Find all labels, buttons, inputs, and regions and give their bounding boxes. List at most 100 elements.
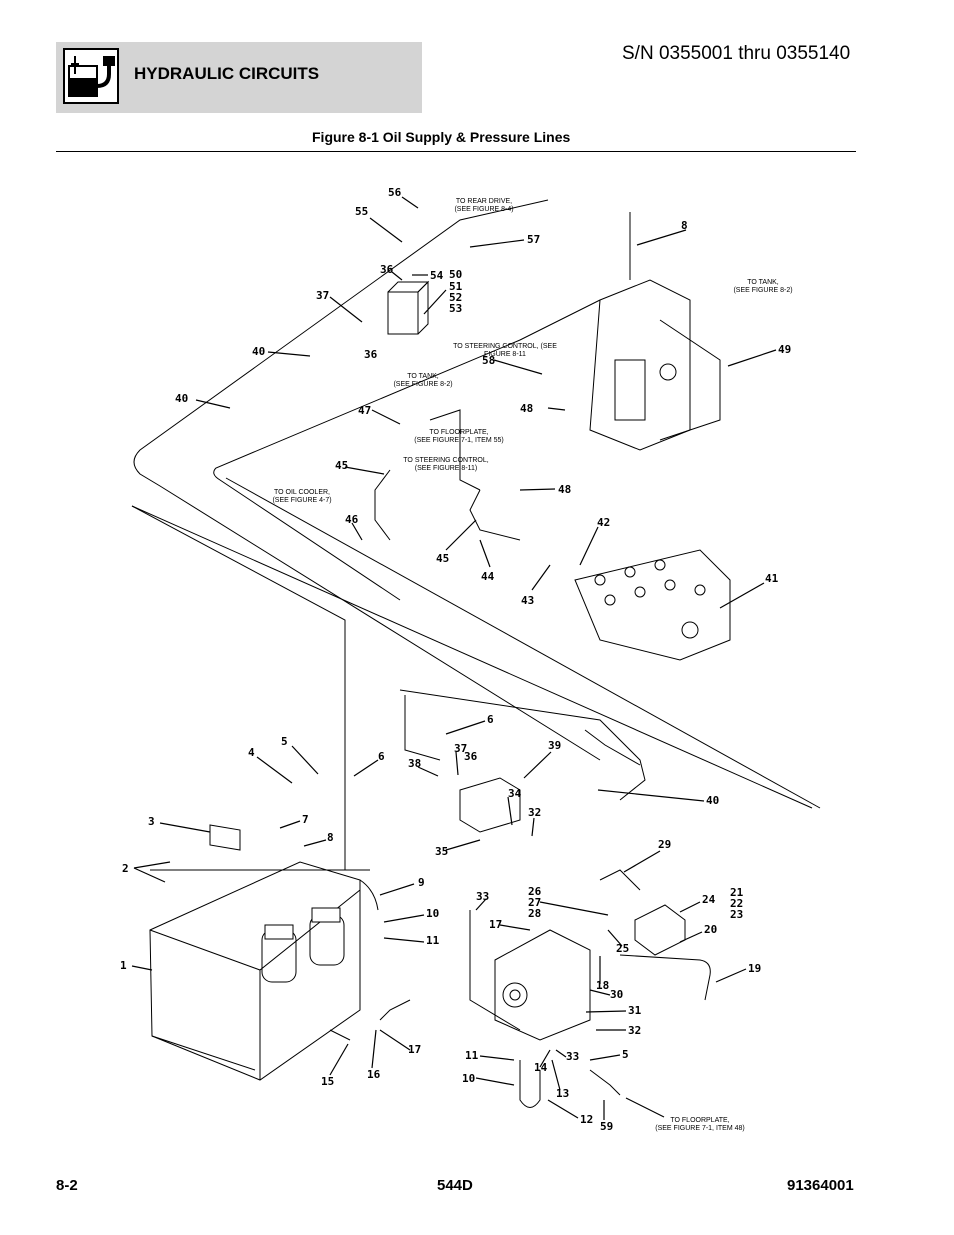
callout: 10: [426, 907, 439, 920]
note-to-steering-2: TO STEERING CONTROL,: [403, 457, 488, 464]
note-to-floorplate-2-ref: (SEE FIGURE 7-1, ITEM 48): [655, 1125, 744, 1132]
callout: 57: [527, 233, 540, 246]
note-to-floorplate-2: TO FLOORPLATE,: [670, 1117, 729, 1124]
callout: 42: [597, 516, 610, 529]
callout: 45: [335, 459, 348, 472]
callout: 19: [748, 962, 761, 975]
callout: 59: [600, 1120, 613, 1133]
callout: 2: [122, 862, 129, 875]
callout: 39: [548, 739, 561, 752]
callout: 9: [418, 876, 425, 889]
callout: 56: [388, 186, 402, 199]
callout: 48: [520, 402, 533, 415]
callout: 38: [408, 757, 421, 770]
callout: 41: [765, 572, 779, 585]
callout: 3: [148, 815, 155, 828]
callout: 27: [528, 896, 541, 909]
callout: 5: [281, 735, 288, 748]
hydraulic-pump: [494, 929, 591, 1041]
hydraulic-reservoir-icon: [63, 48, 119, 104]
callout: 15: [321, 1075, 334, 1088]
manifold-block: [459, 777, 521, 833]
callout: 44: [481, 570, 495, 583]
pressure-filter: [634, 904, 686, 956]
note-to-tank-left-ref: (SEE FIGURE 8-2): [393, 381, 452, 388]
callout: 13: [556, 1087, 569, 1100]
callout: 17: [408, 1043, 421, 1056]
callout: 18: [596, 979, 609, 992]
pressure-line-upper: [133, 199, 601, 761]
note-to-floorplate-1-ref: (SEE FIGURE 7-1, ITEM 55): [414, 437, 503, 444]
callout: 14: [534, 1061, 548, 1074]
callout: 37: [454, 742, 467, 755]
note-to-tank-left: TO TANK,: [407, 373, 439, 380]
callout: 20: [704, 923, 717, 936]
note-to-steering-2-ref: (SEE FIGURE 8-11): [415, 465, 478, 472]
priority-valve: [589, 279, 691, 451]
note-to-tank-right: TO TANK,: [747, 279, 779, 286]
callout: 50: [449, 268, 462, 281]
callout: 40: [252, 345, 265, 358]
hydraulic-tank: [149, 861, 361, 1081]
footer-model: 544D: [437, 1177, 473, 1194]
check-valve-block: [387, 291, 419, 335]
callout: 46: [345, 513, 359, 526]
callout: 11: [465, 1049, 479, 1062]
callout: 52: [449, 291, 462, 304]
callout: 33: [566, 1050, 579, 1063]
callout: 43: [521, 594, 534, 607]
callout: 10: [462, 1072, 475, 1085]
footer-part-number: 91364001: [787, 1177, 854, 1194]
note-to-tank-right-ref: (SEE FIGURE 8-2): [733, 287, 792, 294]
callout: 28: [528, 907, 541, 920]
callout: 12: [580, 1113, 593, 1126]
callout: 47: [358, 404, 371, 417]
callout: 48: [558, 483, 571, 496]
callout: 31: [628, 1004, 642, 1017]
callout: 33: [476, 890, 489, 903]
callout: 32: [528, 806, 541, 819]
callout: 22: [730, 897, 743, 910]
callout: 24: [702, 893, 716, 906]
long-return-line: [131, 505, 813, 809]
callout: 8: [327, 831, 334, 844]
callout: 53: [449, 302, 462, 315]
callout: 49: [778, 343, 791, 356]
callout: 8: [681, 219, 688, 232]
callout: 58: [482, 354, 495, 367]
callout: 32: [628, 1024, 641, 1037]
note-to-steering-1-ref: FIGURE 8-11: [484, 351, 526, 358]
callout: 21: [730, 886, 744, 899]
callout: 55: [355, 205, 368, 218]
callout: 7: [302, 813, 309, 826]
callout: 6: [378, 750, 385, 763]
callout: 36: [464, 750, 478, 763]
callout: 40: [706, 794, 719, 807]
callout: 23: [730, 908, 743, 921]
callout: 17: [489, 918, 502, 931]
callout: 35: [435, 845, 448, 858]
callout: 36: [364, 348, 378, 361]
header-rule: [56, 151, 856, 152]
note-to-rear-drive: TO REAR DRIVE,: [456, 198, 512, 205]
serial-range: S/N 0355001 thru 0355140: [622, 43, 851, 64]
callout: 29: [658, 838, 671, 851]
note-to-rear-drive-ref: (SEE FIGURE 8-4): [454, 206, 513, 213]
callout: 26: [528, 885, 542, 898]
callout: 36: [380, 263, 394, 276]
callout: 6: [487, 713, 494, 726]
callout: 4: [248, 746, 255, 759]
callout: 34: [508, 787, 522, 800]
callout: 16: [367, 1068, 381, 1081]
note-to-oil-cooler-ref: (SEE FIGURE 4-7): [272, 497, 331, 504]
callout: 51: [449, 280, 463, 293]
note-to-floorplate-1: TO FLOORPLATE,: [429, 429, 488, 436]
footer-page-number: 8-2: [56, 1177, 78, 1194]
callout: 1: [120, 959, 127, 972]
figure-title: Figure 8-1 Oil Supply & Pressure Lines: [312, 129, 571, 145]
callout: 25: [616, 942, 629, 955]
callout: 40: [175, 392, 188, 405]
callout: 11: [426, 934, 440, 947]
main-control-valve: [574, 549, 731, 661]
